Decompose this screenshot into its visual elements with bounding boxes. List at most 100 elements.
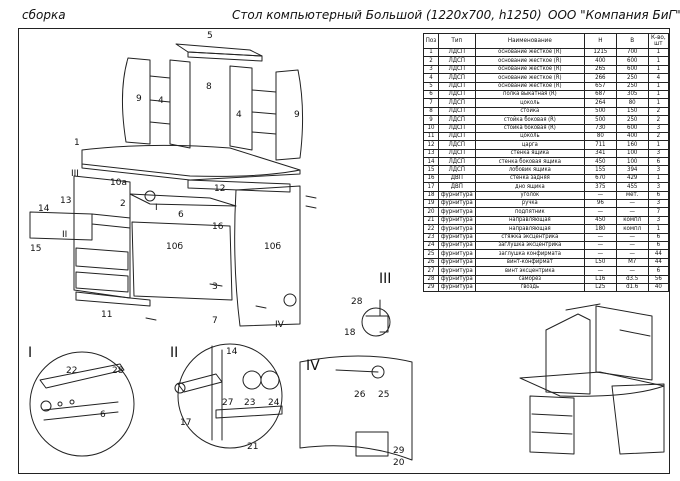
table-cell: L50 <box>583 257 617 268</box>
pos-5: 5 <box>207 31 213 41</box>
table-cell: ЛДСП <box>437 56 476 66</box>
shelf-4-right <box>251 89 277 93</box>
table-cell: 28 <box>423 274 439 284</box>
pos-18: 18 <box>344 328 356 338</box>
table-cell: 17 <box>423 182 439 192</box>
table-cell: 25 <box>423 249 439 259</box>
table-cell: основание жесткое (R) <box>474 47 585 58</box>
table-cell: 80 <box>583 131 617 142</box>
pos-10b-left: 10б <box>166 242 184 252</box>
table-cell: 400 <box>615 131 649 142</box>
pos-17: 17 <box>180 418 192 428</box>
pos-22: 22 <box>66 366 78 376</box>
pos-27: 27 <box>222 398 234 408</box>
col-name: Наименование <box>474 33 585 49</box>
table-cell: 266 <box>583 73 617 83</box>
pos-15: 15 <box>30 244 42 254</box>
drawer-front-a <box>75 247 129 271</box>
table-cell: фурнитура <box>437 240 476 251</box>
table-cell: 20 <box>423 207 439 217</box>
table-cell: ЛДСП <box>437 98 476 108</box>
table-cell: стойка <box>474 106 585 117</box>
panel-8 <box>169 59 191 149</box>
table-cell: стенка ящика <box>474 148 585 159</box>
table-cell: ЛДСП <box>437 81 476 91</box>
table-cell: 13 <box>423 148 439 159</box>
table-cell: ЛДСП <box>437 64 476 75</box>
stretcher-12 <box>187 179 291 193</box>
table-cell: L25 <box>583 282 617 293</box>
header-left: сборка <box>22 8 66 22</box>
table-cell: 3 <box>423 64 439 75</box>
table-cell: 80 <box>615 98 649 108</box>
table-cell: 3 <box>647 182 670 192</box>
table-cell: 4 <box>423 73 439 83</box>
detail-ii-title: II <box>170 345 179 361</box>
table-cell: 500 <box>583 115 617 125</box>
table-cell: L16 <box>583 274 617 284</box>
table-cell: 9 <box>423 115 439 125</box>
pos-23: 23 <box>244 398 256 408</box>
detail-iv-title: IV <box>306 358 320 374</box>
pos-8: 8 <box>206 82 212 92</box>
table-cell: 341 <box>583 148 617 159</box>
pos-4a: 4 <box>158 96 164 106</box>
table-cell: 155 <box>583 165 617 175</box>
table-cell: гвоздь <box>474 282 585 293</box>
panel-8-right <box>229 65 253 151</box>
table-cell: 6 <box>647 157 670 167</box>
sheet-frame <box>18 28 670 474</box>
table-cell: — <box>615 199 649 209</box>
table-cell: 1 <box>647 140 670 150</box>
detail-ref-i: I <box>155 203 158 213</box>
table-cell: — <box>583 266 617 276</box>
pos-14: 14 <box>38 204 50 214</box>
side-panel-10b <box>234 185 301 327</box>
table-cell: 3 <box>647 215 670 226</box>
table-cell: 29 <box>423 282 439 293</box>
table-cell: мет. <box>615 190 649 201</box>
table-cell: d3.5 <box>615 274 649 284</box>
table-cell: 18 <box>423 190 439 201</box>
table-cell: фурнитура <box>437 207 476 217</box>
table-cell: 19 <box>423 199 439 209</box>
table-cell: 1 <box>647 47 670 58</box>
table-cell: 96 <box>583 199 617 209</box>
table-cell: 450 <box>583 215 617 226</box>
table-cell: фурнитура <box>437 215 476 226</box>
table-cell: 5 <box>423 81 439 91</box>
table-cell: 455 <box>615 182 649 192</box>
table-cell: 687 <box>583 89 617 100</box>
table-cell: 711 <box>583 140 617 150</box>
table-cell: 6 <box>423 89 439 100</box>
pos-12: 12 <box>214 184 226 194</box>
table-cell: 16 <box>423 173 439 184</box>
table-cell: 23 <box>423 232 439 243</box>
table-cell: 3 <box>647 165 670 175</box>
table-cell: фурнитура <box>437 274 476 284</box>
detail-i-circle <box>29 351 135 457</box>
table-cell: ЛДСП <box>437 140 476 150</box>
table-cell: фурнитура <box>437 266 476 276</box>
col-h: Н <box>583 33 617 49</box>
table-cell: винт-конфирмат <box>474 257 585 268</box>
table-cell: 3 <box>647 123 670 133</box>
table-cell: 12 <box>423 140 439 150</box>
plinth-11 <box>75 291 151 307</box>
table-cell: 4 <box>647 73 670 83</box>
table-cell: ЛДСП <box>437 115 476 125</box>
col-qty: К-во, шт <box>647 33 670 49</box>
